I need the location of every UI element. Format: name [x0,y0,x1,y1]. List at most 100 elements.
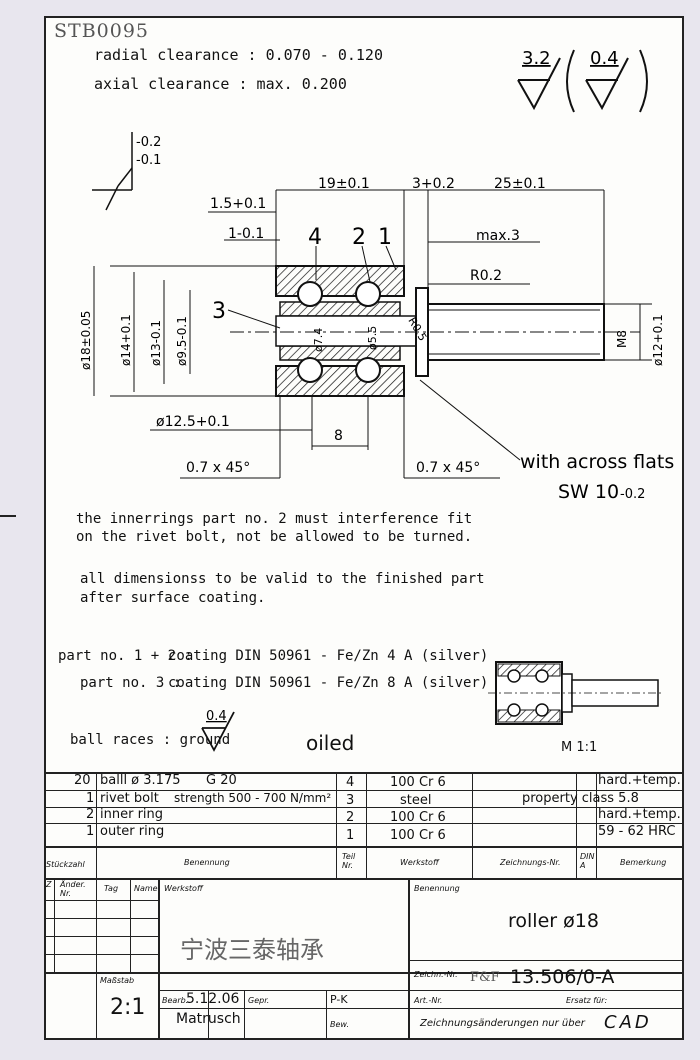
parts-row-3-name: inner ring [100,807,164,822]
parts-row-1-note: hard.+temp. [598,773,681,788]
header-material: Werkstoff [400,858,439,867]
dim-25: 25±0.1 [494,176,546,192]
header-name: Benennung [184,858,230,867]
tolerance-lower: -0.1 [136,153,161,168]
chamfer-right: 0.7 x 45° [416,460,480,476]
main-section-view: 19±0.1 3+0.2 25±0.1 1.5+0.1 1-0.1 max.3 … [80,176,674,503]
tolerance-upper: -0.2 [136,135,161,150]
parts-row-1-extra: G 20 [206,773,237,788]
dim-3: 3+0.2 [412,176,455,192]
note-line-1: the innerrings part no. 2 must interfere… [76,511,473,527]
surface-finish-symbol: 3.2 0.4 [517,48,648,113]
parts-row-2-extra: strength 500 - 700 N/mm² [174,791,332,805]
parts-row-3-material: 100 Cr 6 [390,810,446,825]
header-remark: Bemerkung [620,858,667,867]
ball-races-finish-value: 0.4 [206,709,227,724]
tb-massstab-label: Maßstab [100,976,135,985]
chamfer-tolerance-note: -0.2 -0.1 [92,132,161,211]
tb-bew-label: Bew. [330,1020,349,1029]
coating-2-label: part no. 3 : [80,675,182,691]
dim-19: 19±0.1 [318,176,370,192]
dim-dia-12: ø12+0.1 [651,314,665,366]
radial-clearance-note: radial clearance : 0.070 - 0.120 [94,46,383,64]
dim-dia-9-5: ø9.5-0.1 [175,316,189,366]
margin-tick [0,515,16,517]
tb-werkstoff: Werkstoff [164,884,203,893]
tb-bearb-label: Bearb. [162,996,189,1005]
coating-1-text: coating DIN 50961 - Fe/Zn 4 A (silver) [168,648,489,664]
dim-dia-14: ø14+0.1 [119,314,133,366]
parts-row-4-note: 59 - 62 HRC [598,824,676,839]
ball-races-note: ball races : ground [70,732,231,748]
header-drawing: Zeichnungs-Nr. [500,858,561,867]
surface-value-main: 3.2 [522,48,551,69]
document-id: STB0095 [54,20,150,42]
dim-1-5: 1.5+0.1 [210,196,266,212]
tb-prefix: F&F [470,970,500,985]
across-flats-label: with across flats [520,451,674,473]
tb-changes-note: Zeichnungsänderungen nur über [420,1018,585,1029]
parts-row-2-qty: 1 [86,791,95,806]
tb-art-nr-label: Art.-Nr. [414,996,443,1005]
note-line-2: on the rivet bolt, not be allowed to be … [76,529,473,545]
parts-row-1-material: 100 Cr 6 [390,775,446,790]
callout-1: 1 [378,225,392,250]
drawing-scale: 2:1 [110,995,146,1020]
coating-1-label: part no. 1 + 2 : [58,648,193,664]
callout-3: 3 [212,299,226,324]
tb-anderung: Änder. Nr. [60,880,86,898]
oiled-note: oiled [306,731,355,755]
company-name: 宁波三泰轴承 [180,936,324,964]
drawing-date: 5.12.06 [186,991,240,1007]
tb-zeichn-nr-label: Zeichn.-Nr. [414,970,458,979]
tb-benennung: Benennung [414,884,460,893]
tb-gepr-label: Gepr. [248,996,270,1005]
parts-row-3-part: 2 [346,810,355,825]
chamfer-left: 0.7 x 45° [186,460,250,476]
parts-row-2-name: rivet bolt [100,791,159,806]
callout-4: 4 [308,225,322,250]
drawing-sheet [44,16,684,1040]
across-flats-tolerance: -0.2 [620,487,645,502]
drawing-title: roller ø18 [508,910,599,932]
parts-row-1-qty: 20 [74,773,91,788]
thread-m8: M8 [615,330,629,348]
drawer-name: Matrusch [176,1011,241,1027]
tb-ersatz-label: Ersatz für: [566,996,608,1005]
parts-row-4-part: 1 [346,828,355,843]
tb-cad: CAD [604,1012,652,1033]
parts-row-3-qty: 2 [86,807,95,822]
header-din: DIN A [580,852,595,870]
dim-dia-5-5: ø5.5 [366,326,379,350]
scale-view-drawing [488,661,664,725]
parts-row-2-note: property class 5.8 [522,791,639,806]
callout-2: 2 [352,225,366,250]
parts-row-4-name: outer ring [100,824,165,839]
surface-value-bracket: 0.4 [590,48,619,69]
parts-row-2-material: steel [400,793,432,808]
note-line-4: after surface coating. [80,590,266,606]
tb-name: Name [134,884,158,893]
parts-row-2-part: 3 [346,793,355,808]
scale-view-label: M 1:1 [561,740,598,755]
tb-z: Z [46,880,52,889]
header-part: Teil Nr. [342,852,356,870]
axial-clearance-note: axial clearance : max. 0.200 [94,75,347,93]
header-qty: Stückzahl [46,860,85,869]
parts-row-3-note: hard.+temp. [598,807,681,822]
dim-8: 8 [334,428,343,444]
drawing-number: 13.506/0-A [510,966,615,988]
across-flats-size: SW 10 [558,481,619,503]
dim-1: 1-0.1 [228,226,264,242]
parts-row-1-name: balll ø 3.175 [100,773,181,788]
ball-races-finish-symbol: 0.4 [201,709,235,752]
dim-max-3: max.3 [476,228,520,244]
coating-2-text: coating DIN 50961 - Fe/Zn 8 A (silver) [168,675,489,691]
note-line-3: all dimensionss to be valid to the finis… [80,571,485,587]
dim-dia-18: ø18±0.05 [80,311,93,370]
parts-row-1-part: 4 [346,775,355,790]
parts-row-4-material: 100 Cr 6 [390,828,446,843]
tb-pk: P-K [330,993,348,1006]
parts-row-4-qty: 1 [86,824,95,839]
dim-dia-12-5: ø12.5+0.1 [156,414,230,430]
